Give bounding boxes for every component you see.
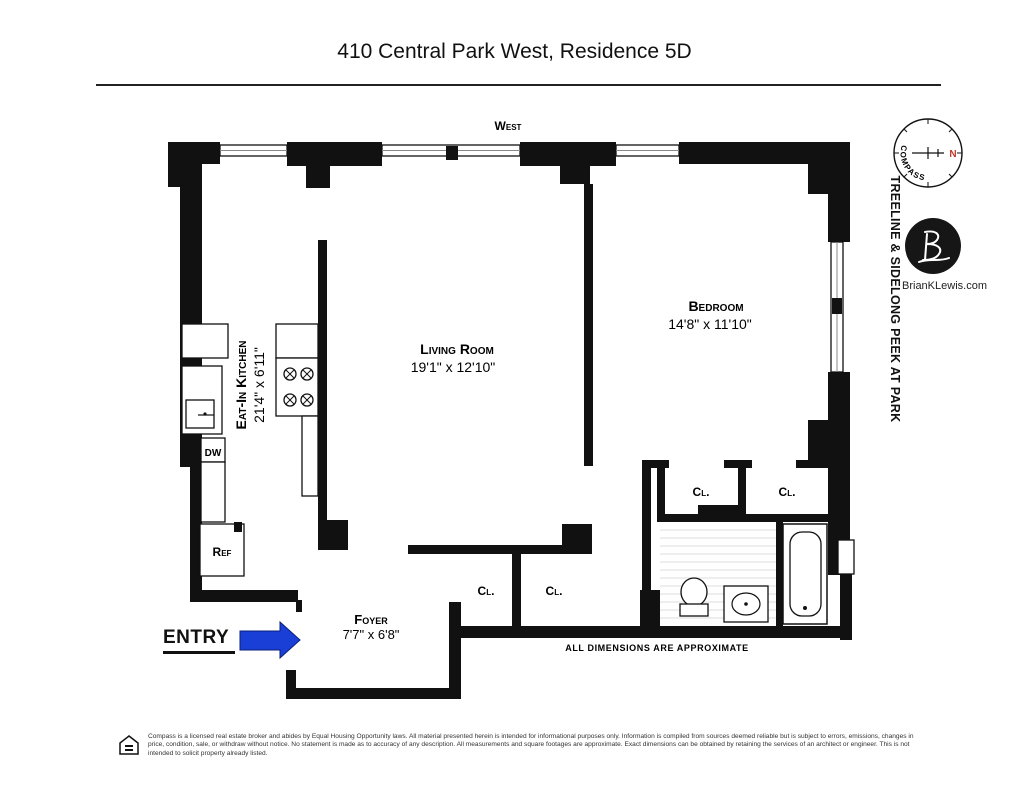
kitchen-counters (181, 323, 319, 577)
west-label: West (495, 119, 522, 133)
dishwasher-label: DW (205, 448, 222, 459)
living-room-name: Living Room (420, 341, 494, 357)
refrigerator-label: Ref (213, 545, 232, 559)
entry-underline (163, 651, 235, 654)
entry-arrow-icon (239, 620, 301, 660)
foyer-dims: 7'7" x 6'8" (343, 627, 400, 642)
bedroom-name: Bedroom (688, 298, 743, 314)
approx-note: ALL DIMENSIONS ARE APPROXIMATE (565, 643, 749, 653)
closet-label: Cl. (693, 485, 710, 499)
entry-label: ENTRY (163, 627, 230, 648)
bath-sink (723, 585, 769, 623)
living-room-dims: 19'1" x 12'10" (411, 359, 496, 375)
closet-label: Cl. (478, 584, 495, 598)
equal-housing-icon (119, 735, 139, 755)
page-title: 410 Central Park West, Residence 5D (337, 40, 692, 63)
compass-icon: N (893, 118, 963, 188)
brand-name: BrianKLewis.com (902, 280, 987, 292)
bedroom-dims: 14'8" x 11'10" (668, 316, 752, 332)
brand-logo-icon (918, 230, 950, 263)
kitchen-dims: 21'4" x 6'11" (251, 347, 267, 423)
brand-logo (905, 218, 961, 274)
disclaimer: Compass is a licensed real estate broker… (148, 733, 914, 757)
foyer-name: Foyer (354, 612, 388, 627)
closet-label: Cl. (546, 584, 563, 598)
closet-label: Cl. (779, 485, 796, 499)
toilet (679, 577, 709, 617)
interior-walls (296, 184, 832, 628)
compass-north: N (949, 149, 956, 160)
title-rule (96, 84, 941, 86)
kitchen-name: Eat-In Kitchen (233, 341, 249, 430)
side-note: TREELINE & SIDELONG PEEK AT PARK (888, 175, 902, 423)
bathtub (782, 523, 828, 625)
